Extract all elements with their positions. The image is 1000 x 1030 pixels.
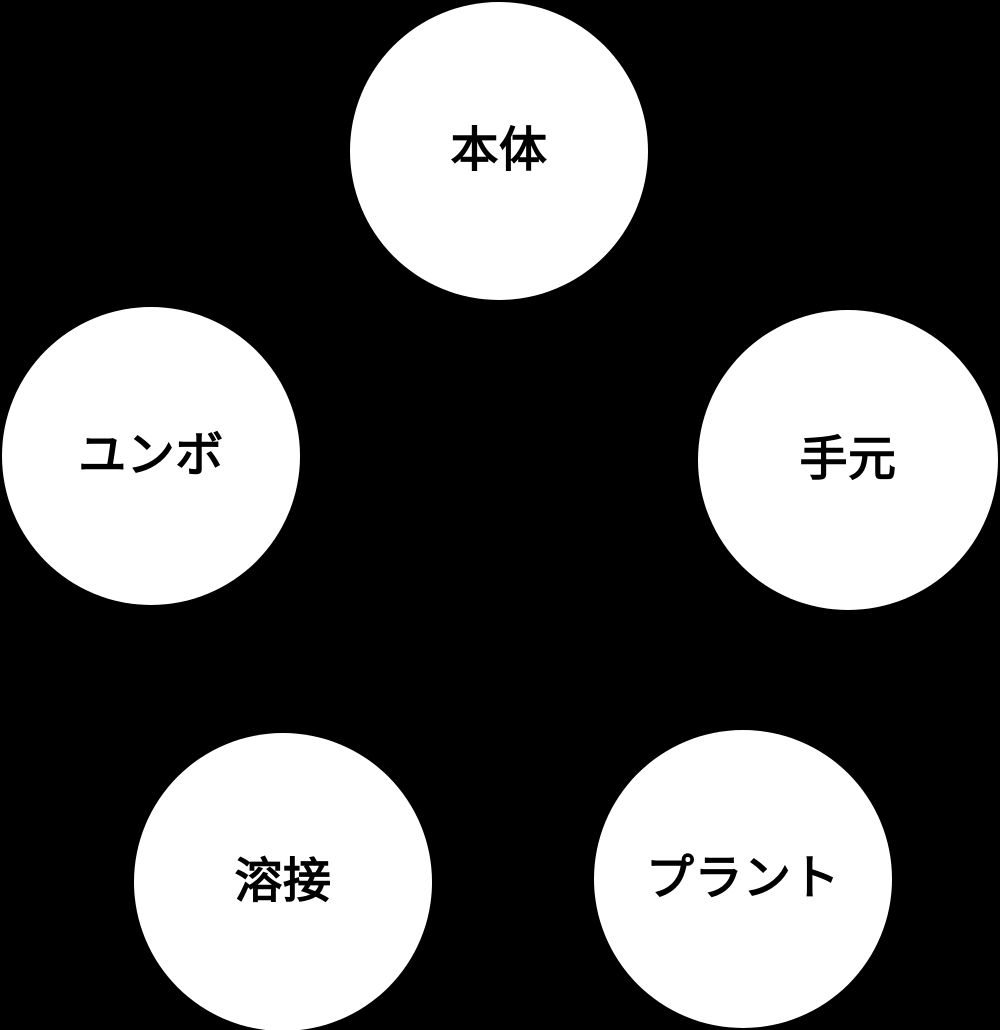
circle-node-yunbo[interactable]: ユンボ xyxy=(2,307,300,605)
circle-node-plant-label: プラント xyxy=(646,852,840,905)
circle-node-plant[interactable]: プラント xyxy=(594,730,892,1028)
circle-node-temoto[interactable]: 手元 xyxy=(698,310,998,610)
circle-node-temoto-label: 手元 xyxy=(799,433,897,486)
circle-node-honntai[interactable]: 本体 xyxy=(350,2,648,300)
circle-node-yousetsu-label: 溶接 xyxy=(234,855,332,908)
circle-node-yunbo-label: ユンボ xyxy=(78,429,224,482)
circle-node-yousetsu[interactable]: 溶接 xyxy=(134,733,432,1030)
circle-node-honntai-label: 本体 xyxy=(450,124,548,177)
